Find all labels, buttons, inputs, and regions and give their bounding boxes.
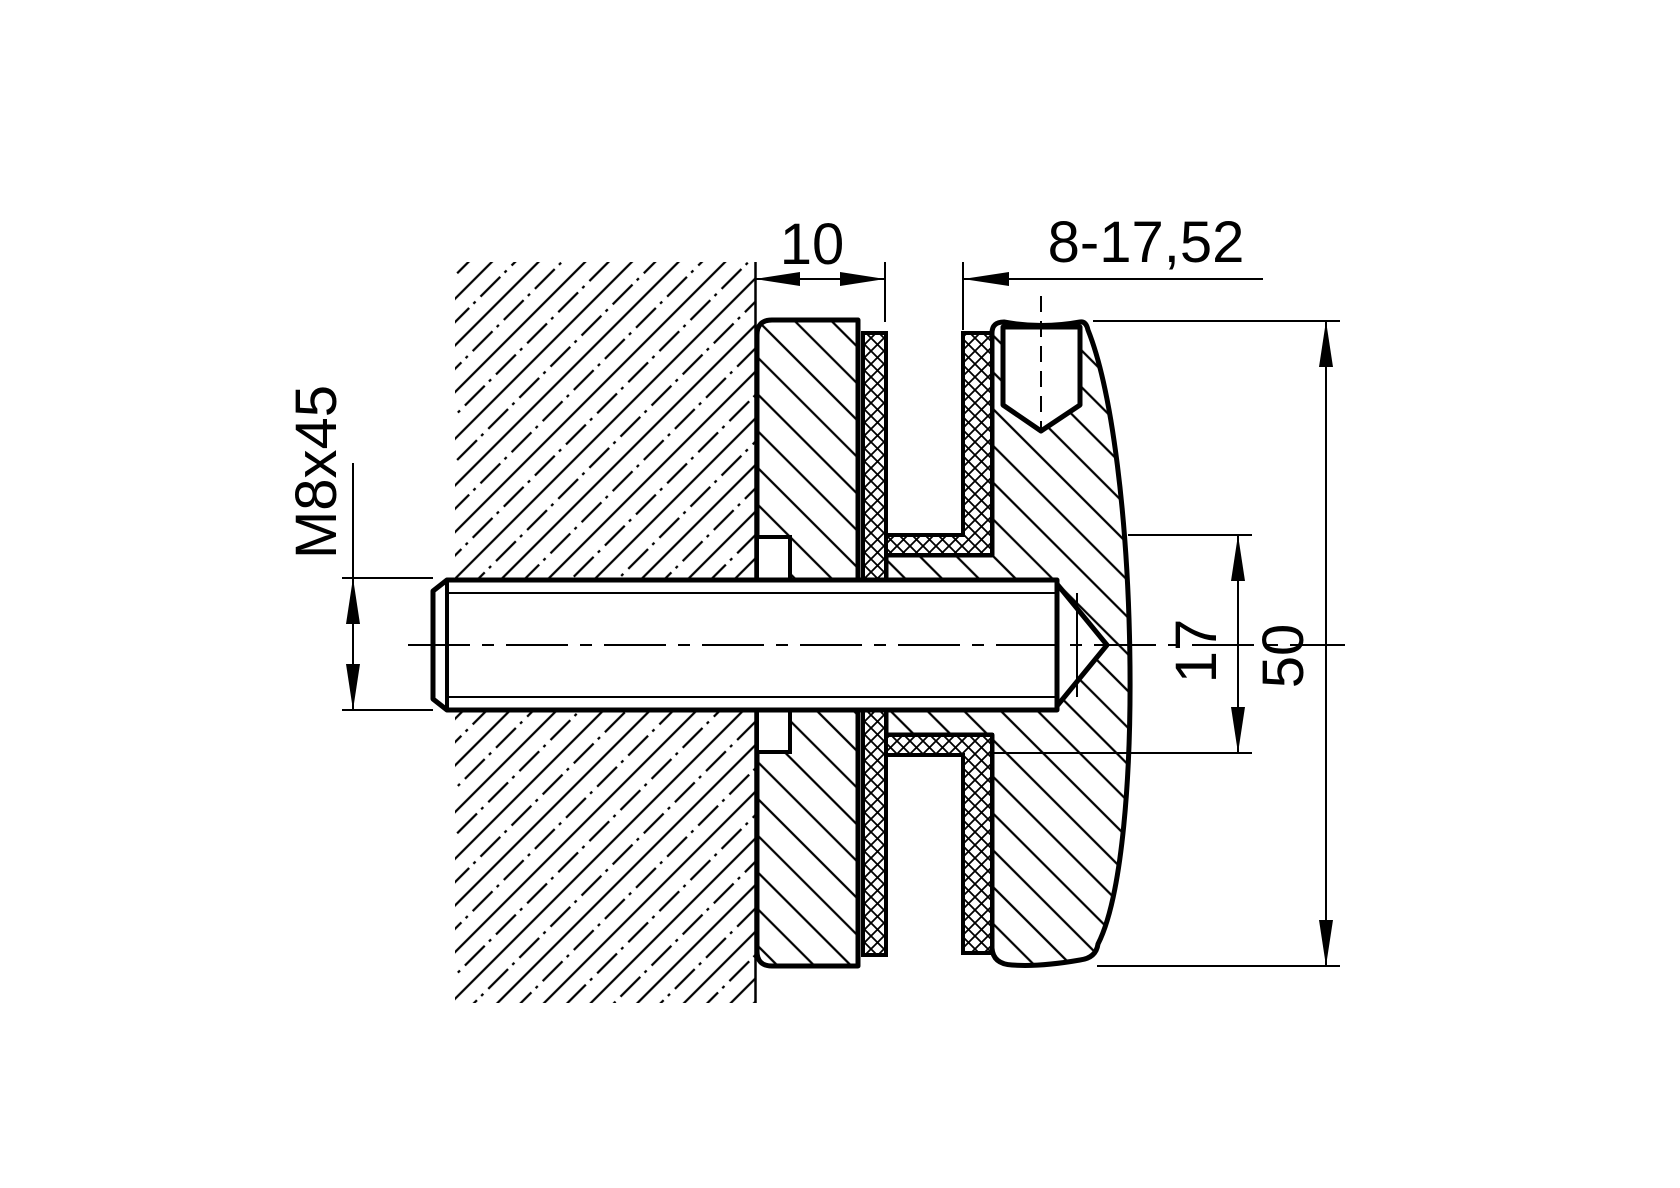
rod-outline	[430, 577, 1110, 713]
disc-counterbore-upper	[755, 535, 792, 582]
arrow-right	[840, 272, 885, 286]
dim-hole-diameter-label: 17	[1164, 619, 1229, 684]
dimension-body-diameter: 50	[1093, 320, 1340, 967]
dim-thread-spec-label: M8x45	[284, 385, 349, 559]
threaded-rod	[408, 577, 1345, 713]
gasket-left-lower	[861, 708, 888, 957]
arrow-up	[1319, 321, 1333, 367]
dim-glass-range-label: 8-17,52	[1048, 210, 1245, 275]
dimension-clamp-thickness: 10	[755, 212, 886, 322]
dim-body-diameter-label: 50	[1251, 624, 1316, 689]
arrow-down	[346, 664, 360, 710]
dim-clamp-thickness-label: 10	[780, 212, 845, 277]
arrow-down	[1319, 920, 1333, 966]
arrow-down	[1231, 707, 1245, 753]
dimension-glass-range: 8-17,52	[962, 210, 1263, 330]
arrow-up	[1231, 535, 1245, 581]
arrow-left	[963, 272, 1009, 286]
gasket-right-upper	[884, 331, 994, 557]
arrow-left	[755, 272, 800, 286]
dimension-hole-diameter: 17	[992, 534, 1252, 754]
disc-counterbore-lower	[755, 708, 792, 754]
gaskets	[861, 331, 994, 957]
dimension-thread-spec: M8x45	[284, 385, 433, 711]
arrow-up	[346, 578, 360, 624]
gasket-left-upper	[861, 331, 888, 582]
gasket-right-lower	[884, 733, 994, 955]
